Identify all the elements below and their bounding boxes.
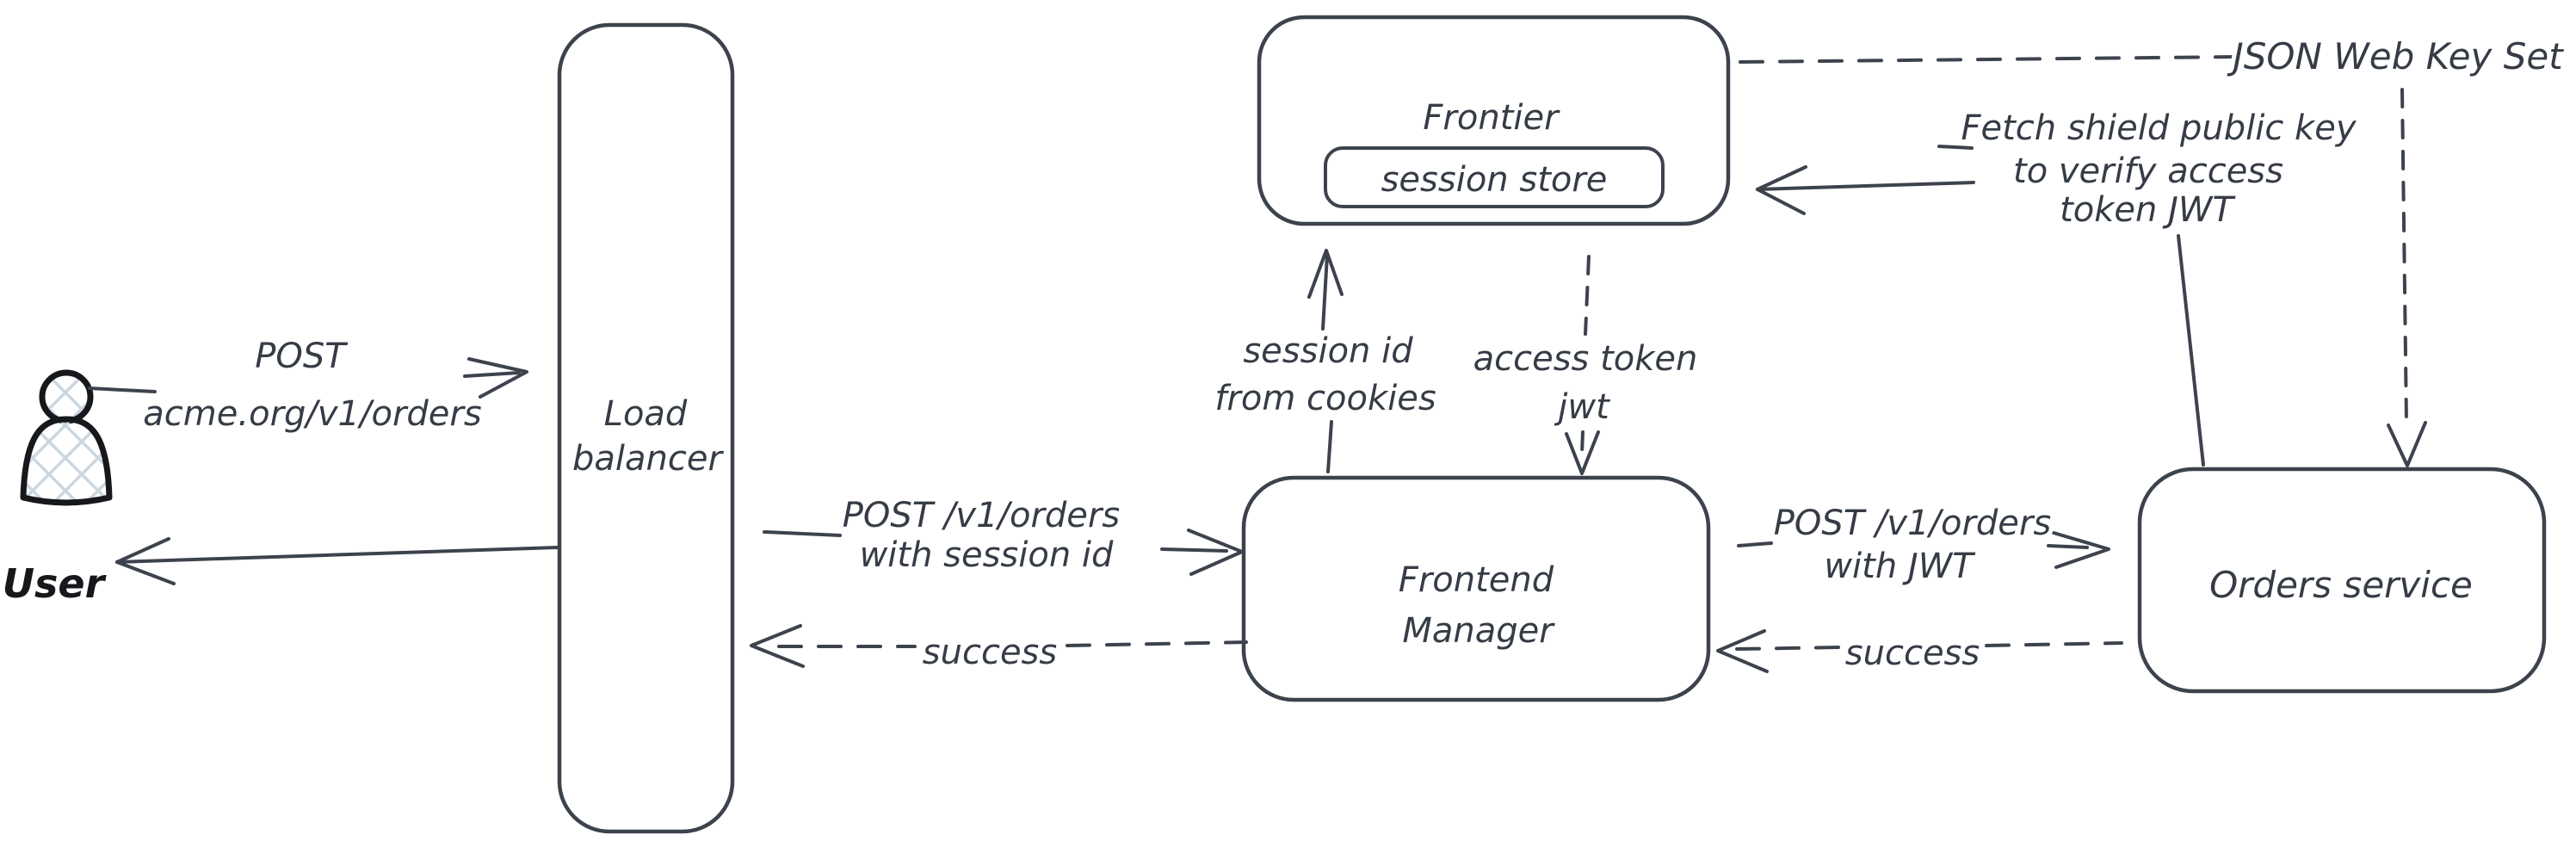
jwks-dashed-link	[1739, 55, 2236, 64]
session-store-label: session store	[1381, 160, 1608, 200]
edge-label-line3: token JWT	[2060, 190, 2236, 230]
edge-label-line1: session id	[1243, 331, 1413, 371]
actor-user: User	[0, 369, 113, 611]
arrow-right-icon	[467, 357, 528, 399]
edge-label-line1: POST	[255, 337, 349, 376]
arrow-right-icon	[1187, 529, 1244, 576]
edge-label: success	[923, 633, 1057, 672]
arrow-left-icon	[115, 537, 176, 585]
annotation-jwks: JSON Web Key Set	[1739, 31, 2568, 467]
node-load-balancer: Load balancer	[557, 22, 735, 834]
edge-line	[2047, 544, 2089, 549]
edge-line	[1737, 541, 1773, 547]
edge-orders-service-to-frontier: Fetch shield public key to verify access…	[1756, 104, 2362, 467]
arrow-left-icon	[750, 624, 805, 668]
arrow-left-icon	[1716, 629, 1769, 673]
arrow-down-icon	[2387, 421, 2427, 467]
user-label: User	[3, 560, 108, 607]
edge-orders-service-to-frontend-manager-success: success	[1716, 629, 2123, 677]
edge-frontend-manager-to-load-balancer-success: success	[750, 624, 1248, 677]
edge-label-line2: acme.org/v1/orders	[143, 394, 481, 434]
edge-line	[115, 546, 559, 564]
frontend-manager-box	[1241, 475, 1711, 702]
arrow-left-icon	[1756, 165, 1807, 215]
edge-line	[1937, 145, 1974, 150]
orders-service-box	[2137, 467, 2547, 694]
edge-dashed-line	[1735, 646, 1842, 651]
jwks-label: JSON Web Key Set	[2227, 35, 2564, 77]
frontier-label: Frontier	[1423, 98, 1560, 138]
edge-frontier-to-frontend-manager: access token jwt	[1469, 255, 1702, 475]
edge-load-balancer-to-user	[115, 537, 559, 585]
edge-dashed-line	[1066, 640, 1248, 647]
edge-user-to-load-balancer: POST acme.org/v1/orders	[88, 332, 528, 438]
edge-label: success	[1845, 634, 1980, 673]
edge-label-line1: POST /v1/orders	[1774, 504, 2051, 543]
edge-label-line1: access token	[1473, 339, 1698, 379]
load-balancer-label-line2: balancer	[572, 439, 724, 479]
edge-line	[1321, 254, 1329, 331]
arrow-up-icon	[1307, 249, 1344, 299]
edge-frontend-manager-to-frontier: session id from cookies	[1210, 249, 1441, 473]
session-store-box	[1324, 146, 1665, 208]
arrow-down-icon	[1565, 430, 1600, 475]
arrow-right-icon	[2052, 531, 2110, 569]
edge-label-line2: with JWT	[1824, 547, 1976, 586]
node-frontend-manager: Frontend Manager	[1241, 475, 1711, 702]
edge-dashed-line	[1584, 255, 1591, 336]
load-balancer-box	[557, 22, 735, 834]
frontend-manager-label-line1: Frontend	[1399, 560, 1554, 600]
user-body-icon	[20, 416, 113, 506]
edge-label-line2: to verify access	[2013, 151, 2283, 191]
edge-label-line1: POST /v1/orders	[843, 496, 1120, 535]
edge-label-line2: from cookies	[1214, 379, 1436, 418]
load-balancer-label-line1: Load	[604, 394, 688, 434]
edge-curve	[2177, 234, 2205, 467]
jwks-dashed-down-line	[2400, 88, 2408, 425]
edge-frontend-manager-to-orders-service: POST /v1/orders with JWT	[1737, 499, 2110, 590]
frontend-manager-label-line2: Manager	[1402, 611, 1555, 651]
edge-line	[1160, 547, 1228, 553]
edge-dashed-line	[1985, 641, 2123, 647]
edge-line	[763, 530, 842, 537]
edge-label-line2: with session id	[860, 535, 1114, 575]
edge-dashed-line	[1580, 430, 1585, 454]
node-orders-service: Orders service	[2137, 467, 2547, 694]
edge-line	[1326, 420, 1333, 473]
edge-label-line2: jwt	[1554, 387, 1610, 427]
user-head-icon	[39, 369, 94, 424]
edge-line	[88, 386, 157, 393]
edge-label-line1: Fetch shield public key	[1961, 108, 2357, 148]
node-frontier: Frontier session store	[1257, 15, 1731, 226]
edge-load-balancer-to-frontend-manager: POST /v1/orders with session id	[763, 492, 1244, 579]
orders-service-label: Orders service	[2209, 564, 2473, 606]
edge-line	[1756, 181, 1975, 191]
edge-line	[463, 371, 521, 378]
